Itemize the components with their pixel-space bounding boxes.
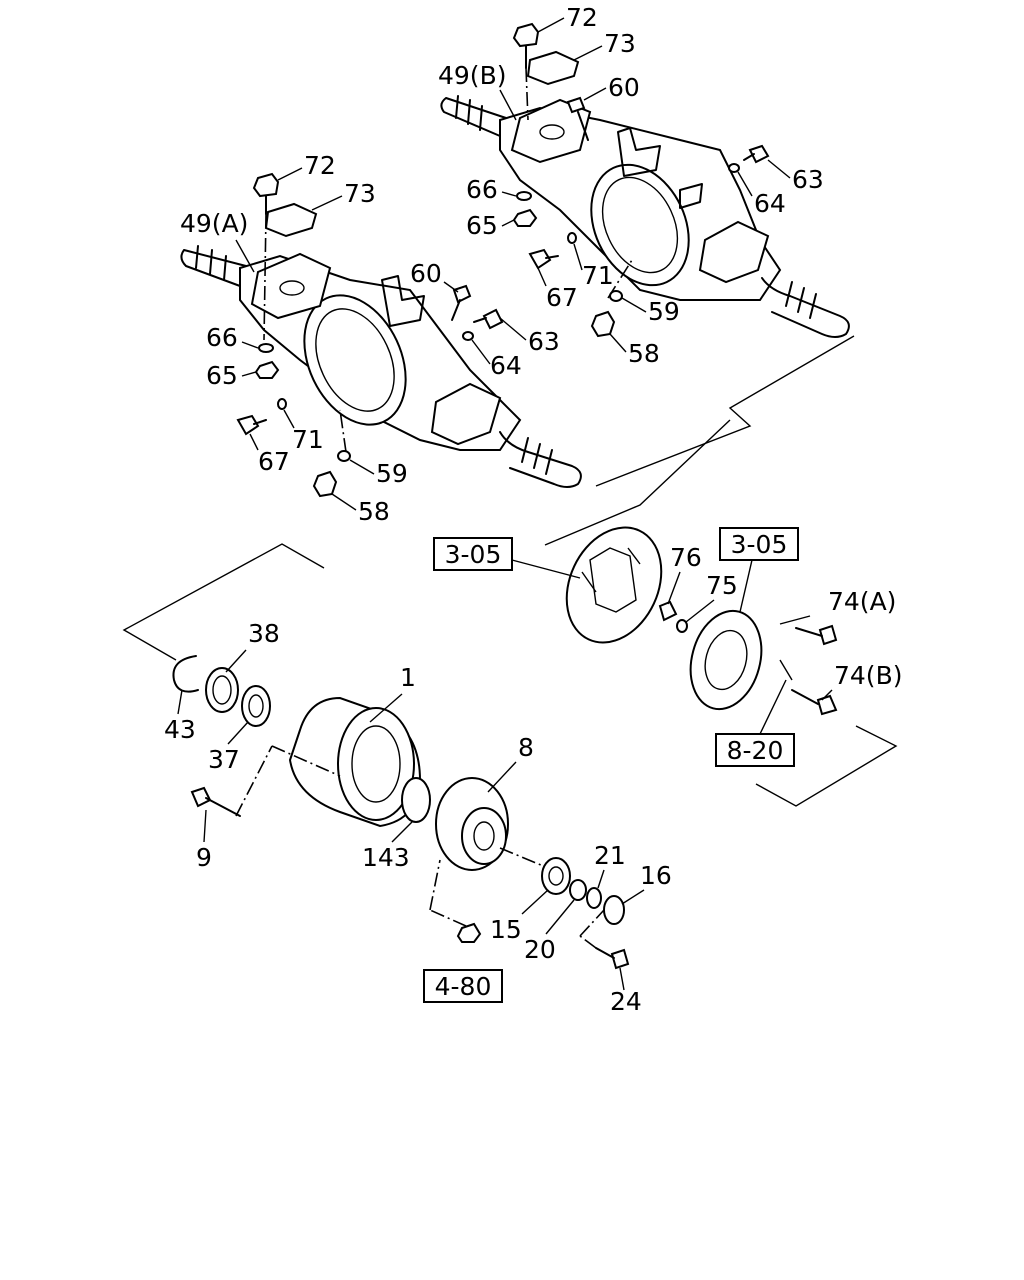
callout-73-upper: 73 xyxy=(604,29,636,58)
leader-3-05-left xyxy=(511,559,581,579)
callout-74b: 74(B) xyxy=(834,661,902,690)
svg-text:3-05: 3-05 xyxy=(445,540,502,569)
axle-housing-b xyxy=(440,95,850,338)
callout-16: 16 xyxy=(640,861,672,890)
callout-38: 38 xyxy=(248,619,280,648)
callout-59-upper: 59 xyxy=(648,297,680,326)
callout-72-middle: 72 xyxy=(304,151,336,180)
axle-housing-a xyxy=(180,245,582,488)
hub-link-line-left xyxy=(122,543,325,661)
callout-43: 43 xyxy=(164,715,196,744)
callout-49a: 49(A) xyxy=(180,209,248,238)
callout-49b: 49(B) xyxy=(438,61,506,90)
callout-60-upper: 60 xyxy=(608,73,640,102)
axle-link-line xyxy=(595,335,855,487)
callout-71-upper: 71 xyxy=(582,261,614,290)
callout-64-middle: 64 xyxy=(490,351,522,380)
leader-8-20 xyxy=(759,679,787,735)
callout-58-upper: 58 xyxy=(628,339,660,368)
callout-74a: 74(A) xyxy=(828,587,896,616)
callout-66-upper: 66 xyxy=(466,175,498,204)
hardware-upper xyxy=(512,22,770,338)
callout-37: 37 xyxy=(208,745,240,774)
svg-text:3-05: 3-05 xyxy=(731,530,788,559)
callout-64-upper: 64 xyxy=(754,189,786,218)
backplate-link-line xyxy=(544,419,731,546)
brake-spider xyxy=(658,600,838,716)
hardware-middle xyxy=(236,172,504,498)
callouts: 72 73 49(B) 60 63 66 64 65 71 67 59 58 7… xyxy=(164,3,902,1016)
svg-text:8-20: 8-20 xyxy=(727,736,784,765)
reference-box-8-20[interactable]: 8-20 xyxy=(715,733,795,767)
callout-67-upper: 67 xyxy=(546,283,578,312)
callout-58-middle: 58 xyxy=(358,497,390,526)
brake-backing-plate xyxy=(565,526,663,644)
callout-143: 143 xyxy=(362,843,410,872)
hub-link-line-lower xyxy=(755,725,898,807)
callout-67-middle: 67 xyxy=(258,447,290,476)
callout-73-middle: 73 xyxy=(344,179,376,208)
callout-76: 76 xyxy=(670,543,702,572)
reference-box-3-05-right[interactable]: 3-05 xyxy=(719,527,799,561)
callout-71-middle: 71 xyxy=(292,425,324,454)
callout-60-middle: 60 xyxy=(410,259,442,288)
callout-8: 8 xyxy=(518,733,534,762)
callout-21: 21 xyxy=(594,841,626,870)
callout-1: 1 xyxy=(400,663,416,692)
callout-72-upper: 72 xyxy=(566,3,598,32)
callout-24: 24 xyxy=(610,987,642,1016)
callout-9: 9 xyxy=(196,843,212,872)
callout-63-middle: 63 xyxy=(528,327,560,356)
leader-3-05-right xyxy=(739,559,753,613)
callout-65-upper: 65 xyxy=(466,211,498,240)
callout-63-upper: 63 xyxy=(792,165,824,194)
hub-drum-assembly xyxy=(172,655,630,970)
hub-link-line-right xyxy=(779,615,811,625)
callout-20: 20 xyxy=(524,935,556,964)
reference-box-3-05-left[interactable]: 3-05 xyxy=(433,537,513,571)
callout-75: 75 xyxy=(706,571,738,600)
callout-66-middle: 66 xyxy=(206,323,238,352)
reference-box-4-80[interactable]: 4-80 xyxy=(423,969,503,1003)
svg-text:4-80: 4-80 xyxy=(435,972,492,1001)
callout-15: 15 xyxy=(490,915,522,944)
callout-65-middle: 65 xyxy=(206,361,238,390)
callout-59-middle: 59 xyxy=(376,459,408,488)
